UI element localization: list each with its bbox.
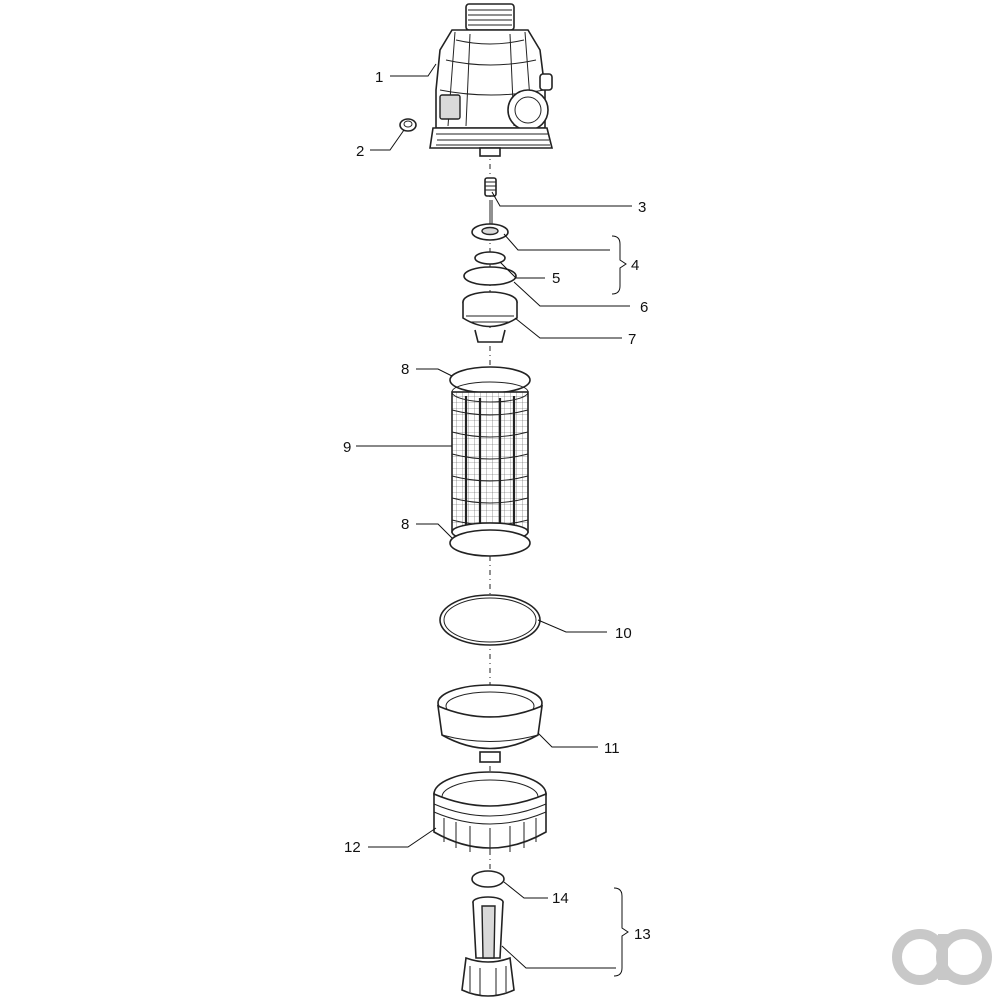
callout-7: 7 <box>628 331 636 348</box>
part-3-spring <box>484 177 497 197</box>
brace-4 <box>611 235 627 295</box>
part-2-plug <box>399 118 417 132</box>
ao-logo <box>892 929 992 985</box>
callout-8-lower: 8 <box>401 516 409 533</box>
callout-4: 4 <box>631 257 639 274</box>
part-5-o-ring <box>474 251 506 265</box>
part-11-bowl <box>437 684 543 763</box>
callout-5: 5 <box>552 270 560 287</box>
part-7-valve-seat <box>462 291 518 343</box>
leader-lines <box>356 63 632 969</box>
part-10-seal <box>439 594 541 646</box>
callout-8-upper: 8 <box>401 361 409 378</box>
callout-12: 12 <box>344 839 361 856</box>
callout-6: 6 <box>640 299 648 316</box>
callout-2: 2 <box>356 143 364 160</box>
callout-3: 3 <box>638 199 646 216</box>
callout-13: 13 <box>634 926 651 943</box>
part-13-drain-valve <box>461 896 515 997</box>
part-6-o-ring <box>463 266 517 286</box>
part-8-lower-o-ring <box>449 529 531 557</box>
part-1-housing <box>429 3 554 157</box>
part-4-valve <box>471 200 509 241</box>
callout-14: 14 <box>552 890 569 907</box>
part-9-filter-screen <box>451 381 529 542</box>
part-12-nut-ring <box>433 771 547 855</box>
brace-13 <box>613 887 629 977</box>
callout-9: 9 <box>343 439 351 456</box>
part-14-o-ring <box>471 870 505 888</box>
callout-10: 10 <box>615 625 632 642</box>
callout-1: 1 <box>375 69 383 86</box>
callout-11: 11 <box>604 740 620 757</box>
part-8-upper-o-ring <box>449 366 531 394</box>
